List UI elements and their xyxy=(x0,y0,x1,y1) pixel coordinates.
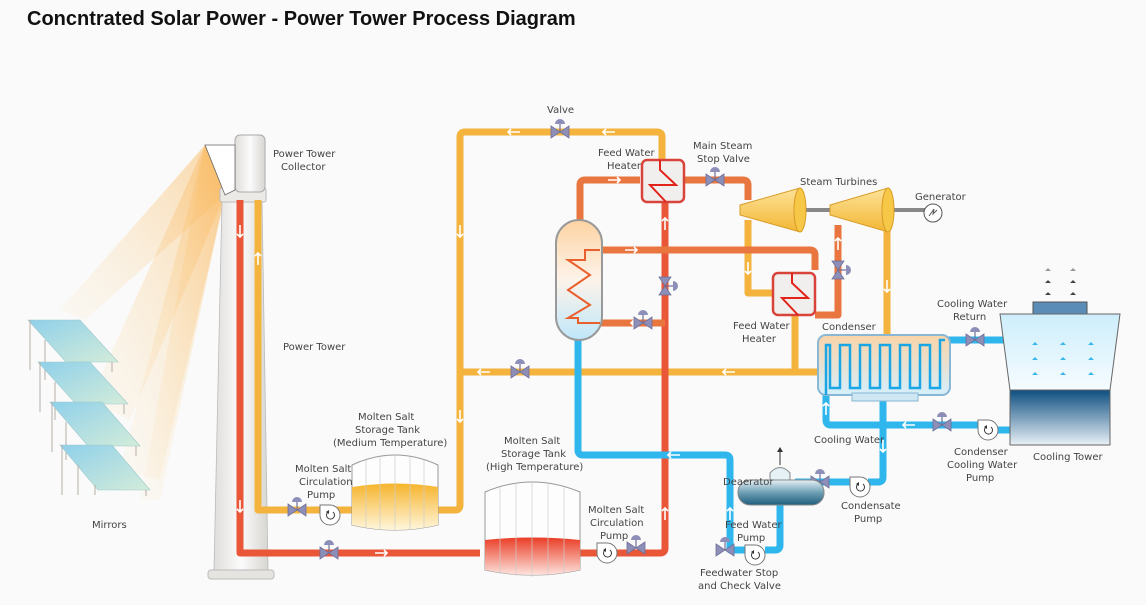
steam-turbines xyxy=(739,187,930,233)
power-tower-label: Power Tower xyxy=(283,342,346,353)
mirror-row xyxy=(37,361,129,420)
diagram-title: Concntrated Solar Power - Power Tower Pr… xyxy=(27,8,576,30)
steam-pipe-reheat xyxy=(600,246,819,270)
steam-generator-vessel xyxy=(555,219,603,341)
deaerator xyxy=(737,447,825,506)
condenser-cooling-water-pump[interactable] xyxy=(977,419,999,441)
condenser-label: Condenser xyxy=(822,322,877,333)
cooling-tower xyxy=(999,268,1121,446)
hot-salt-pipe-riser xyxy=(580,200,669,557)
deaerator-label: Deaerator xyxy=(723,477,774,488)
valve-label: Valve xyxy=(547,105,574,116)
mirror-row xyxy=(49,401,141,460)
molten-salt-pump-medium[interactable] xyxy=(319,504,341,526)
generator-icon xyxy=(923,203,943,223)
main-steam-pipe xyxy=(685,176,752,200)
power-tower-collector xyxy=(204,134,266,196)
condenser xyxy=(817,334,951,402)
medium-salt-pipe-loop xyxy=(430,128,666,514)
flow-arrows xyxy=(236,128,915,557)
mirror-row xyxy=(59,444,151,496)
feed-water-heater-bottom xyxy=(771,271,817,317)
water-pipe-receiver xyxy=(574,335,755,554)
condensate-pump[interactable] xyxy=(849,476,871,498)
cooling-water-label: Cooling Water xyxy=(814,435,885,446)
water-pipe-condenser-out xyxy=(868,400,887,486)
mirrors-label: Mirrors xyxy=(92,520,127,531)
sun-beams xyxy=(60,145,225,500)
molten-salt-pump-high[interactable] xyxy=(596,542,618,564)
water-pipe-fw-pump xyxy=(765,505,784,554)
steam-pipe-reheat-return xyxy=(815,225,842,319)
steam-turbines-label: Steam Turbines xyxy=(800,177,877,188)
feed-water-pump[interactable] xyxy=(744,544,766,566)
mirror-row xyxy=(27,319,119,380)
mirror-field xyxy=(27,319,151,496)
storage-tank-medium xyxy=(351,454,439,531)
cooling-water-supply xyxy=(822,395,985,429)
generator-label: Generator xyxy=(915,192,967,203)
hot-salt-pipe-tower xyxy=(236,200,480,557)
feed-water-heater-top xyxy=(640,158,686,204)
steam-pipe-receiver-out xyxy=(576,176,640,225)
medium-salt-pipe-tower xyxy=(254,200,300,514)
medium-salt-pipe-fwh2 xyxy=(744,220,773,297)
cooling-tower-label: Cooling Tower xyxy=(1033,452,1103,463)
storage-tank-high xyxy=(484,481,581,577)
